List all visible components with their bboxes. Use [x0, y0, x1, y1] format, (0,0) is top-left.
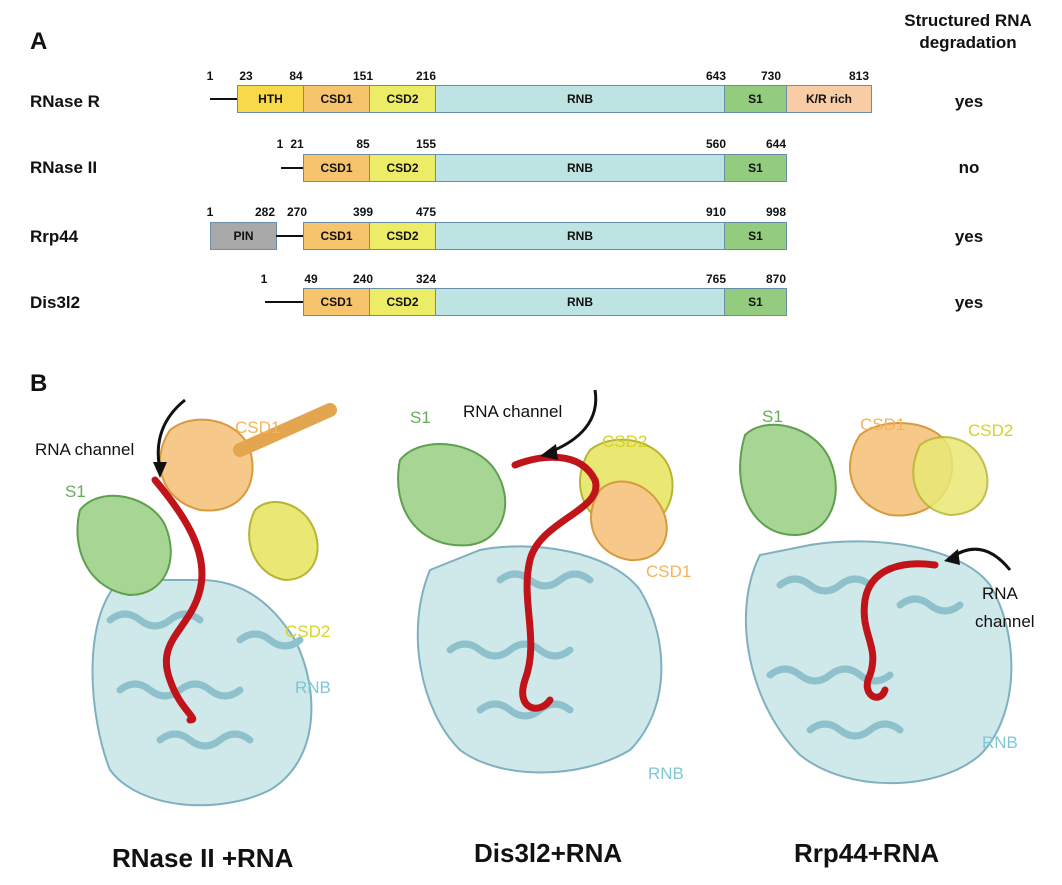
- residue-number: 870: [765, 272, 787, 286]
- ribbon-structure-rnase-ii: [76, 398, 337, 807]
- residue-number: 240: [352, 272, 374, 286]
- residue-number: 560: [705, 137, 727, 151]
- structure-rrp44: S1 CSD1 CSD2 RNA channel RNB: [720, 385, 1060, 830]
- structure-dis3l2: S1 RNA channel CSD2 CSD1 RNB: [380, 380, 710, 830]
- structured-rna-header: Structured RNA degradation: [878, 10, 1058, 54]
- residue-number: 730: [760, 69, 782, 83]
- residue-number: 399: [352, 205, 374, 219]
- domain-csd2: CSD2: [369, 85, 436, 113]
- csd2-label: CSD2: [285, 622, 331, 641]
- residue-number: 155: [415, 137, 437, 151]
- residue-number: 151: [352, 69, 374, 83]
- n-terminal-linker: [281, 167, 304, 169]
- residue-number: 324: [415, 272, 437, 286]
- domain-csd2: CSD2: [369, 222, 436, 250]
- protein-name-dis3l2: Dis3l2: [30, 293, 81, 312]
- s1-label: S1: [410, 408, 431, 427]
- residue-number: 1: [206, 205, 214, 219]
- residue-number: 644: [765, 137, 787, 151]
- domain-rnb: RNB: [435, 154, 725, 182]
- residue-number: 475: [415, 205, 437, 219]
- protein-name-rnase-ii: RNase II: [30, 158, 98, 177]
- residue-number: 84: [289, 69, 303, 83]
- domain-rnb: RNB: [435, 288, 725, 316]
- domain-s1: S1: [724, 288, 787, 316]
- rna-channel-label: RNA channel: [35, 440, 135, 459]
- residue-number: 813: [848, 69, 870, 83]
- rna-channel-label: RNA channel: [463, 402, 563, 421]
- domain-csd1: CSD1: [303, 222, 370, 250]
- csd2-label: CSD2: [602, 432, 648, 451]
- residue-number: 1: [260, 272, 268, 286]
- degradation-answer: yes: [954, 227, 984, 246]
- protein-name-rnase-r: RNase R: [30, 92, 100, 111]
- domain-pin: PIN: [210, 222, 277, 250]
- csd1-label: CSD1: [860, 415, 906, 434]
- residue-number: 21: [290, 137, 304, 151]
- residue-number: 765: [705, 272, 727, 286]
- rna-channel-label-line1: RNA: [982, 584, 1018, 603]
- csd1-label: CSD1: [646, 562, 692, 581]
- rna-channel-label-line2: channel: [975, 612, 1035, 631]
- degradation-answer: no: [958, 158, 980, 177]
- n-terminal-linker: [210, 98, 238, 100]
- residue-number: 1: [206, 69, 214, 83]
- panel-a-label: A: [30, 28, 48, 55]
- structure-rnase-ii: RNA channel S1 CSD1 CSD2 RNB: [35, 390, 360, 830]
- structured-rna-header-line2: degradation: [919, 33, 1017, 52]
- pin-csd1-linker: [276, 235, 304, 237]
- protein-name-rrp44: Rrp44: [30, 227, 79, 246]
- domain-csd1: CSD1: [303, 288, 370, 316]
- domain-csd2: CSD2: [369, 154, 436, 182]
- ribbon-structure-rrp44: [739, 422, 1013, 785]
- csd1-label: CSD1: [235, 418, 281, 437]
- csd2-label: CSD2: [968, 421, 1014, 440]
- residue-number: 23: [239, 69, 253, 83]
- structure-title-dis3l2: Dis3l2+RNA: [474, 838, 623, 868]
- domain-hth: HTH: [237, 85, 304, 113]
- domain-s1: S1: [724, 222, 787, 250]
- residue-number: 216: [415, 69, 437, 83]
- residue-number: 270: [286, 205, 308, 219]
- domain-rnb: RNB: [435, 222, 725, 250]
- rnb-label: RNB: [982, 733, 1018, 752]
- s1-label: S1: [762, 407, 783, 426]
- residue-number: 998: [765, 205, 787, 219]
- degradation-answer: yes: [954, 92, 984, 111]
- rnb-label: RNB: [648, 764, 684, 783]
- domain-s1: S1: [724, 154, 787, 182]
- ribbon-structure-dis3l2: [397, 389, 674, 774]
- degradation-answer: yes: [954, 293, 984, 312]
- residue-number: 1: [276, 137, 284, 151]
- residue-number: 49: [304, 272, 318, 286]
- domain-rnb: RNB: [435, 85, 725, 113]
- structure-title-rrp44: Rrp44+RNA: [794, 838, 940, 868]
- structured-rna-header-line1: Structured RNA: [904, 11, 1032, 30]
- rnb-label: RNB: [295, 678, 331, 697]
- domain-csd1: CSD1: [303, 154, 370, 182]
- panel-b-label: B: [30, 370, 48, 397]
- domain-csd1: CSD1: [303, 85, 370, 113]
- residue-number: 643: [705, 69, 727, 83]
- n-terminal-linker: [265, 301, 304, 303]
- domain-csd2: CSD2: [369, 288, 436, 316]
- residue-number: 85: [356, 137, 370, 151]
- domain-s1: S1: [724, 85, 787, 113]
- domain-kr-rich: K/R rich: [786, 85, 872, 113]
- residue-number: 282: [254, 205, 276, 219]
- s1-label: S1: [65, 482, 86, 501]
- residue-number: 910: [705, 205, 727, 219]
- structure-title-rnase-ii: RNase II +RNA: [112, 843, 294, 873]
